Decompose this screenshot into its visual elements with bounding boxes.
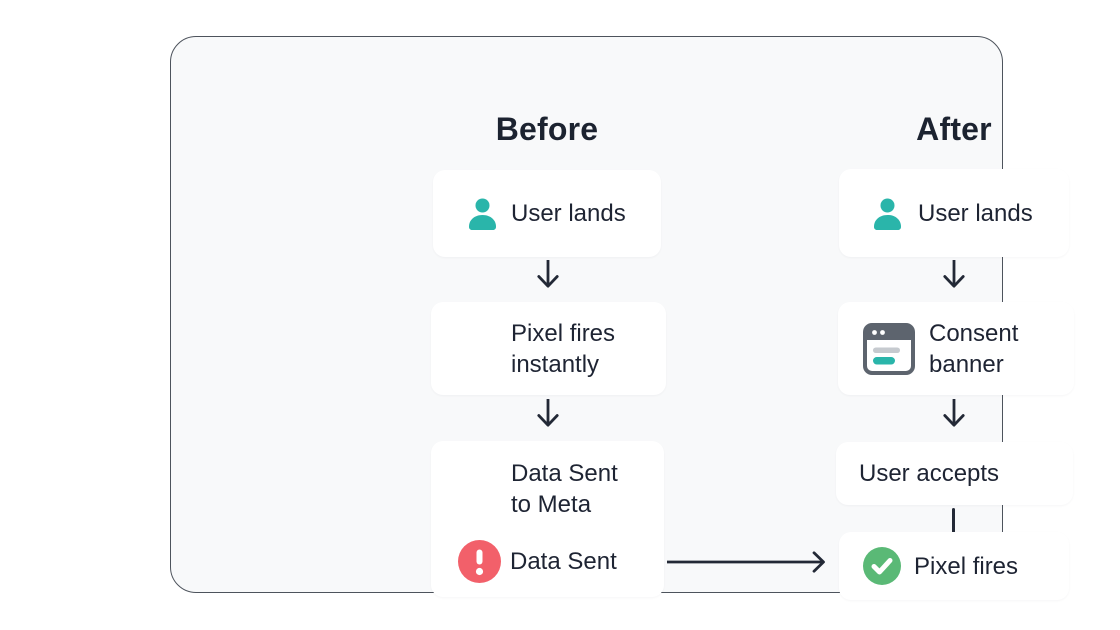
step-label-line1: Data Sent [511, 460, 618, 487]
arrow-down-icon [537, 399, 559, 427]
before-step-data-sent: Data Sent to Meta Data Sent [431, 441, 664, 597]
comparison-card: Before After User lands Pixel fires inst… [170, 36, 1074, 600]
arrow-down-icon [943, 399, 965, 427]
after-step-user-accepts: User accepts [836, 442, 1073, 505]
after-heading: After [916, 111, 992, 147]
before-step-user-lands: User lands [433, 170, 661, 257]
status-label: Data Sent [510, 548, 617, 575]
before-step-pixel-fires: Pixel fires instantly [431, 302, 666, 395]
step-label: Consent banner [929, 318, 1018, 380]
step-label-line2: instantly [511, 350, 600, 378]
browser-icon [863, 322, 915, 375]
arrow-down-icon [943, 260, 965, 288]
step-label: User lands [511, 200, 626, 227]
after-step-user-lands: User lands [839, 169, 1069, 257]
step-label: User lands [918, 199, 1033, 227]
after-step-pixel-fires: Pixel fires [839, 532, 1069, 600]
before-heading: Before [495, 111, 599, 147]
arrow-right-icon [667, 551, 825, 573]
step-label: User accepts [859, 460, 1000, 487]
step-label: Pixel fires [914, 552, 1019, 580]
step-label-line2: banner [929, 350, 1004, 378]
step-label: Data Sent to Meta [431, 458, 664, 520]
alert-icon [458, 540, 501, 583]
step-label-line2: to Meta [511, 491, 592, 518]
connector-line [952, 508, 955, 533]
user-icon [469, 198, 496, 230]
user-icon [874, 198, 901, 230]
data-sent-status-row: Data Sent [431, 540, 664, 583]
step-label: Pixel fires instantly [511, 318, 615, 380]
after-step-consent-banner: Consent banner [838, 302, 1074, 395]
arrow-down-icon [537, 260, 559, 288]
step-label-line1: Consent [929, 319, 1019, 347]
step-label-line1: Pixel fires [511, 319, 616, 347]
check-icon [863, 547, 901, 585]
